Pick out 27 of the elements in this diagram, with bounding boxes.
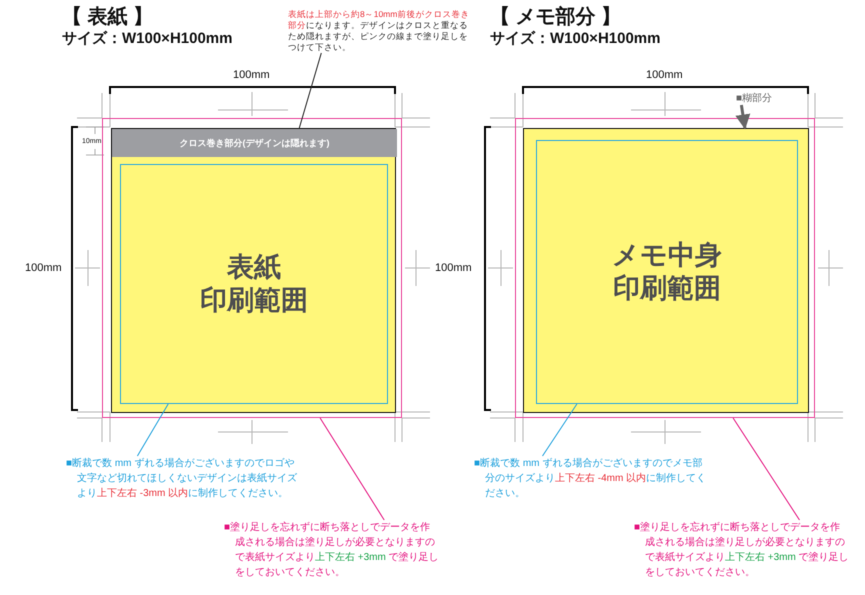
print-area-title: 印刷範囲	[613, 272, 721, 305]
panel-title: 【 表紙 】	[62, 5, 154, 30]
annotation-note: ■塗り足しを忘れずに断ち落としでデータを作成される場合は塗り足しが必要となりますので表紙サイズより上下左右 +3mm で塗り足しをしておいてください。	[224, 520, 439, 580]
leader-line	[320, 418, 385, 520]
annotation-note: 表紙は上部から約8～10mm前後がクロス巻き部分になります。デザインはクロスと重なるため隠れますが、ピンクの線まで塗り足しをつけて下さい。	[288, 9, 473, 53]
annotation-note: ■塗り足しを忘れずに断ち落としでデータを作成される場合は塗り足しが必要となりますので表紙サイズより上下左右 +3mm で塗り足しをしておいてください。	[634, 520, 849, 580]
arrow	[735, 104, 750, 130]
dimension-label: 100mm	[646, 69, 683, 81]
print-area-title: メモ中身	[612, 239, 722, 272]
leader-line	[136, 404, 169, 456]
print-area-title: 表紙	[227, 251, 281, 284]
cloth-wrap-band: クロス巻き部分(デザインは隠れます)	[112, 129, 397, 157]
print-area-title: 印刷範囲	[200, 284, 308, 317]
dimension-label: 100mm	[25, 262, 62, 274]
leader-line	[732, 418, 800, 520]
dimension-label: 100mm	[435, 262, 472, 274]
annotation-note: ■断裁で数 mm ずれる場合がございますのでメモ部分のサイズより上下左右 -4mm 以内に制作してください。	[474, 456, 712, 501]
size-label: サイズ：W100×H100mm	[62, 29, 232, 48]
leader-line	[298, 52, 322, 130]
annotation-note: ■断裁で数 mm ずれる場合がございますのでロゴや文字など切れてほしくないデザインは表紙サイズより上下左右 -3mm 以内に制作してください。	[66, 456, 304, 501]
size-label: サイズ：W100×H100mm	[490, 29, 660, 48]
panel-title: 【 メモ部分 】	[490, 4, 622, 30]
dimension-label: 100mm	[233, 69, 270, 81]
safe-area-frame	[536, 140, 798, 404]
glue-area-label: ■糊部分	[736, 91, 772, 105]
leader-line	[542, 404, 578, 456]
safe-area-frame	[120, 164, 388, 404]
